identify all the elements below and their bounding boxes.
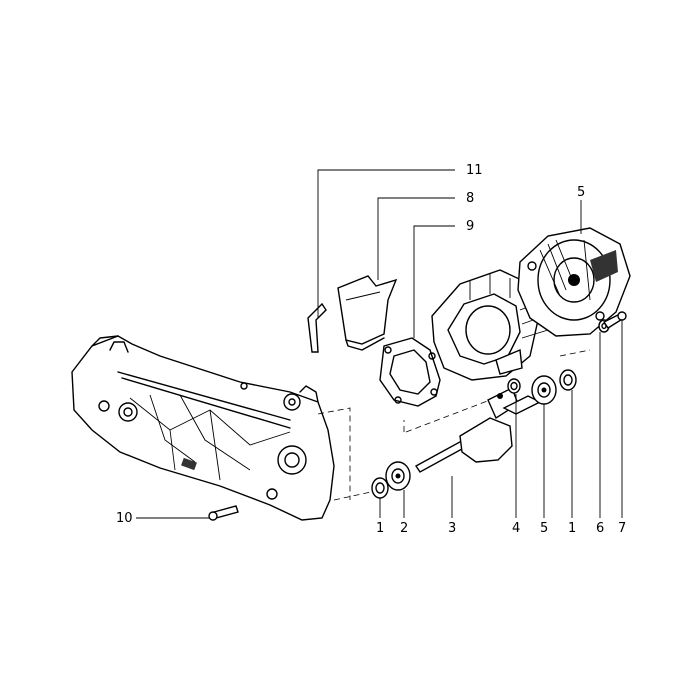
callout-6: 6: [596, 521, 604, 536]
part-2-bearing: [385, 461, 411, 491]
part-9-gasket: [379, 337, 441, 407]
callout-3: 3: [448, 521, 456, 536]
callouts: 11 8 9 5 10 1 2 3 4 5 1 6 7: [116, 163, 626, 536]
part-1-seal-right: [559, 369, 577, 391]
assembly-lines: [317, 349, 591, 501]
part-3-crankshaft: [414, 387, 542, 473]
part-5-bearing: [531, 375, 557, 405]
cylinder-block: [431, 269, 551, 381]
part-11-pin: [307, 302, 327, 353]
part-10-bolt: [208, 505, 239, 521]
part-5-cover: [517, 227, 631, 337]
part-1-seal-left: [371, 477, 389, 499]
callout-2: 2: [400, 521, 408, 536]
callout-5-top: 5: [577, 185, 585, 200]
callout-4: 4: [512, 521, 520, 536]
callout-1-left: 1: [376, 521, 384, 536]
callout-7: 7: [618, 521, 626, 536]
leader-lines: [136, 169, 623, 519]
callout-5-bottom: 5: [540, 521, 548, 536]
callout-1-right: 1: [568, 521, 576, 536]
part-4-bushing: [507, 378, 521, 394]
callout-11: 11: [466, 163, 483, 178]
part-8-plate: [337, 275, 398, 351]
callout-10: 10: [116, 511, 133, 526]
crankcase-half: [71, 335, 335, 521]
callout-9: 9: [466, 219, 474, 234]
callout-8: 8: [466, 191, 474, 206]
part-7-screw: [602, 311, 627, 329]
